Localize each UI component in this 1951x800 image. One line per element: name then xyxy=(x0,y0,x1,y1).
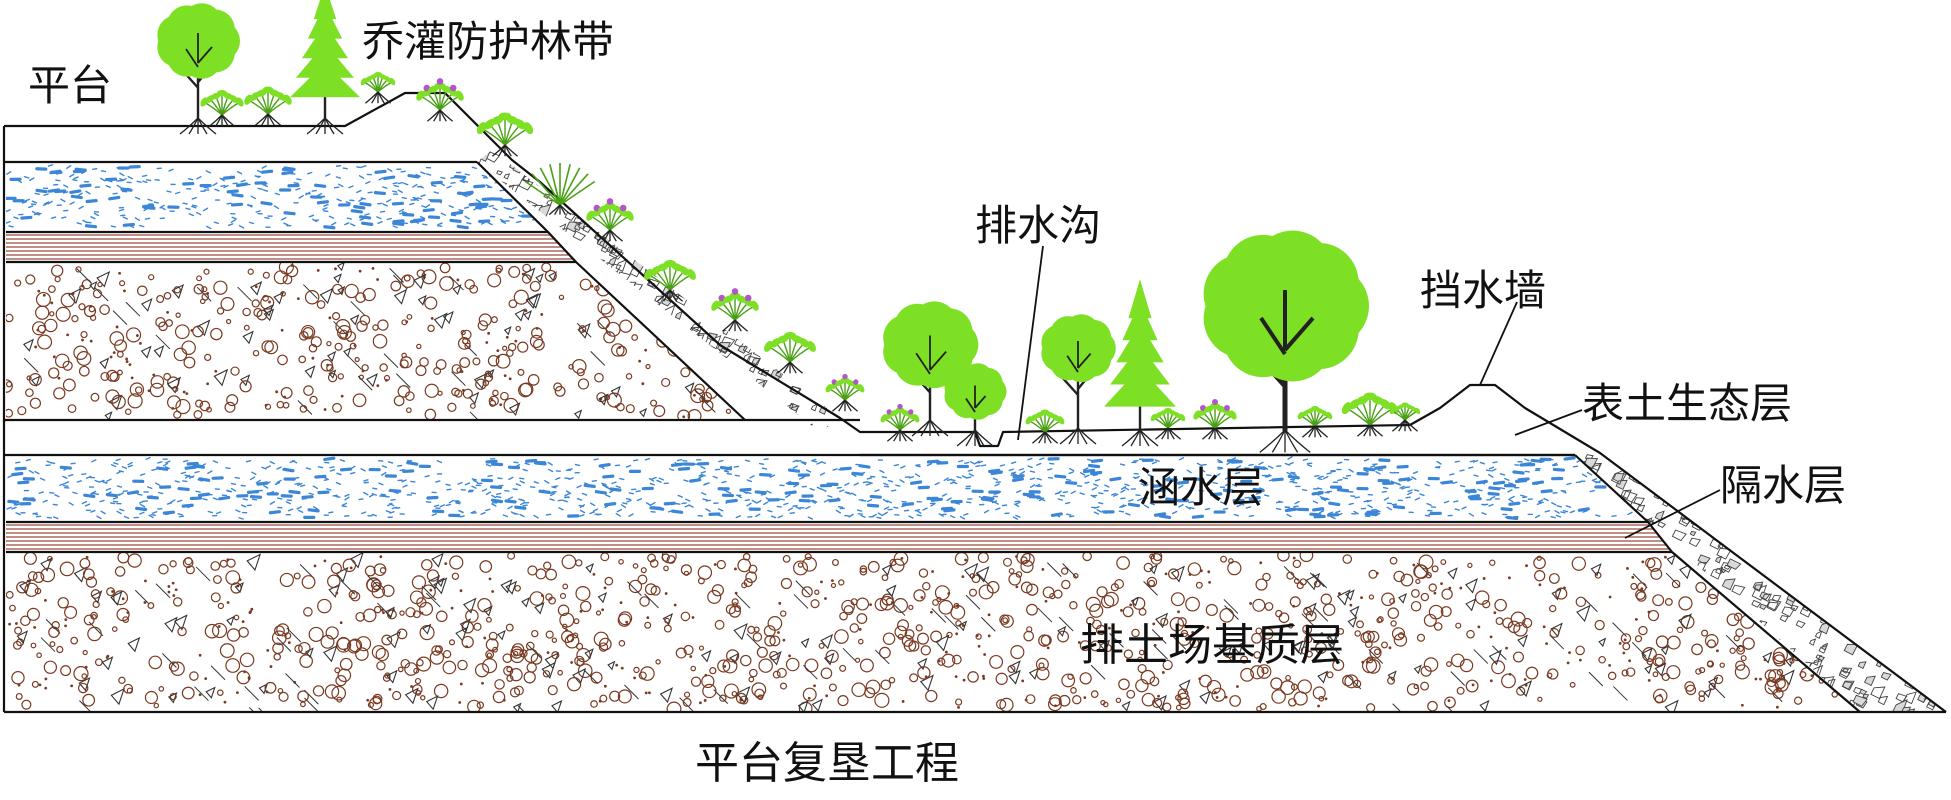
label-drainage-ditch: 排水沟 xyxy=(975,201,1101,250)
vegetation xyxy=(157,0,1421,453)
label-caption: 平台复垦工程 xyxy=(695,738,959,789)
aquiclude-pattern xyxy=(6,234,1672,550)
label-dump-substrate-layer: 排土场基质层 xyxy=(1080,620,1344,671)
lower-slope-inner xyxy=(1574,454,1861,713)
label-aquifer-layer: 涵水层 xyxy=(1138,463,1264,512)
upper-platform-surface xyxy=(4,91,880,434)
label-aquiclude-layer: 隔水层 xyxy=(1720,461,1846,510)
ditch-leader xyxy=(1017,245,1044,441)
label-shrub-forest-belt: 乔灌防护林带 xyxy=(362,17,614,66)
upper-slope-inner xyxy=(476,161,746,421)
topsoil-leader xyxy=(1514,409,1583,436)
label-retaining-wall: 挡水墙 xyxy=(1420,266,1546,315)
label-platform: 平台 xyxy=(28,61,112,110)
leader-lines xyxy=(1017,245,1721,539)
aquifer-pattern xyxy=(6,164,1648,521)
section-outlines xyxy=(2,91,1947,714)
wall-leader xyxy=(1479,301,1518,386)
aquiclude-leader xyxy=(1624,489,1721,539)
label-topsoil-eco-layer: 表土生态层 xyxy=(1582,379,1792,428)
lower-surface xyxy=(880,383,1947,713)
